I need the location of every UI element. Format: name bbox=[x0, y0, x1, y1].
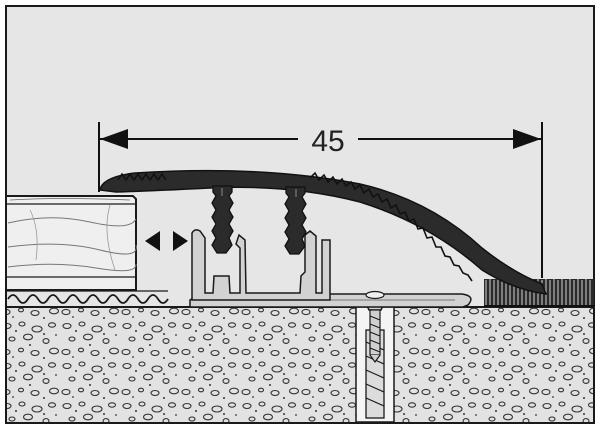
laminate-plank bbox=[5, 195, 137, 291]
clip-channel bbox=[191, 229, 331, 301]
profile-anchor-left bbox=[211, 185, 234, 254]
underlay-foam bbox=[6, 290, 169, 304]
profile-anchor-right bbox=[284, 186, 307, 255]
dimension-value: 45 bbox=[311, 125, 344, 158]
screed-subfloor bbox=[7, 307, 593, 422]
dimension-line bbox=[98, 122, 543, 278]
expansion-gap-arrow-icon bbox=[145, 231, 188, 251]
transition-cover-profile bbox=[99, 169, 548, 295]
